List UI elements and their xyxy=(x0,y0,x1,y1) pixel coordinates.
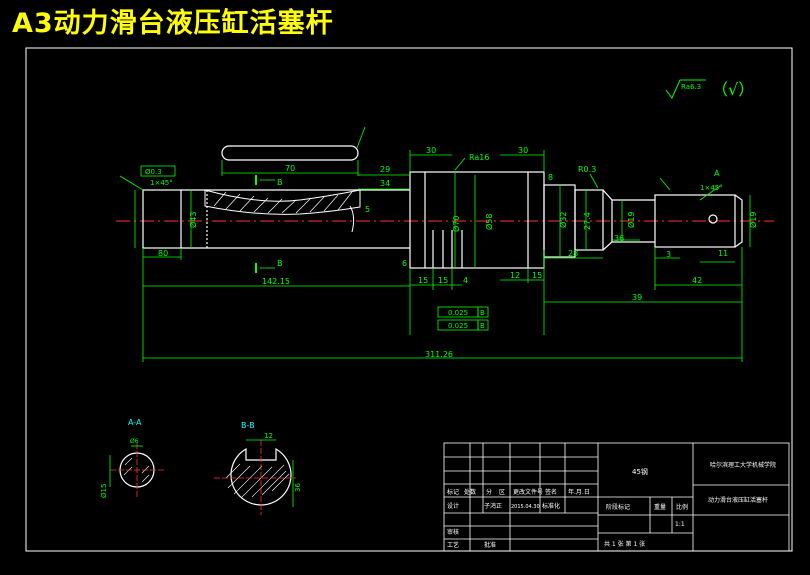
tb-header-4: 更改文件号 xyxy=(513,488,543,496)
dim-15c: 15 xyxy=(532,271,542,280)
section-a-a-dim: Ø15 xyxy=(100,484,108,498)
dim-6: 6 xyxy=(402,259,407,268)
tb-scale: 1:1 xyxy=(675,521,685,528)
tb-process: 工艺 xyxy=(447,541,459,549)
dim-28: 28 xyxy=(568,249,578,258)
title-block xyxy=(443,442,790,552)
dim-r03: R0.3 xyxy=(578,165,596,174)
broken-section-hatch xyxy=(204,189,361,233)
surface-finish-suffix: （√） xyxy=(712,80,754,99)
tb-header-5: 签名 xyxy=(545,488,557,496)
flag-tolerance: Ø0.3 xyxy=(145,168,162,176)
dim-142: 142.15 xyxy=(262,277,290,286)
section-mark-b-top: B xyxy=(277,178,283,187)
tb-designer-name: 子鸿正 xyxy=(484,502,502,510)
dim-15a: 15 xyxy=(418,276,428,285)
section-a-a: A-A Ø6 Ø15 xyxy=(100,418,164,498)
section-mark-b-bottom: B xyxy=(277,259,283,268)
tolerance-1-ref: B xyxy=(480,309,485,317)
tb-designer: 设计 xyxy=(447,502,459,510)
drawing-title: A3动力滑台液压缸活塞杆 xyxy=(12,8,334,39)
dim-3: 3 xyxy=(666,250,671,259)
dim-36: 36 xyxy=(614,234,624,243)
dim-29: 29 xyxy=(380,165,390,174)
dim-30b: 30 xyxy=(518,146,528,155)
section-b-b-label: B-B xyxy=(241,421,255,430)
tb-sheet: 共 1 张 第 1 张 xyxy=(604,540,645,548)
dim-5: 5 xyxy=(365,205,370,214)
tb-header-2: 分 xyxy=(486,488,492,496)
tb-material: 45钢 xyxy=(632,467,648,476)
dim-19b-dia: Ø19 xyxy=(748,212,758,228)
dim-12: 12 xyxy=(510,271,520,280)
dim-58-dia: Ø58 xyxy=(484,214,494,230)
dim-70: 70 xyxy=(285,164,295,173)
tb-reviewer: 审核 xyxy=(447,528,459,536)
section-b-b-dim1: 12 xyxy=(264,432,273,440)
chamfer-left: 1×45° xyxy=(150,179,173,187)
dim-30a: 30 xyxy=(426,146,436,155)
dim-70-dia: Ø70 xyxy=(451,216,461,232)
dim-15b: 15 xyxy=(438,276,448,285)
tolerance-2-ref: B xyxy=(480,322,485,330)
dim-39: 39 xyxy=(632,293,642,302)
chamfer-right: 1×45° xyxy=(700,184,723,192)
tolerance-2: 0.025 xyxy=(448,322,468,330)
tb-header-3: 区 xyxy=(499,489,505,496)
dim-4: 4 xyxy=(463,276,468,285)
tb-part-name: 动力滑台液压缸活塞杆 xyxy=(708,496,768,504)
dim-43-dia: Ø43 xyxy=(188,212,198,228)
tb-stage-label: 阶段标记 xyxy=(606,503,630,511)
drawing-frame xyxy=(25,47,793,552)
dim-34: 34 xyxy=(380,179,390,188)
rod-outline xyxy=(142,145,743,269)
dim-19-dia: Ø19 xyxy=(626,212,636,228)
dimension-texts: 70 29 34 30 30 Ra16 R0.3 80 142.15 15 15… xyxy=(158,146,758,359)
section-b-b: B-B 12 36 xyxy=(214,421,302,515)
tb-company: 哈尔滨理工大学机械学院 xyxy=(710,461,776,469)
gdt-callouts: Ø0.3 1×45° 1×45° 0.025 B 0.025 B B B A xyxy=(140,165,723,331)
section-mark-a: A xyxy=(714,169,720,178)
tb-date: 2015.04.30 xyxy=(511,504,540,510)
section-a-a-label: A-A xyxy=(128,418,142,427)
tb-header-0: 标记 xyxy=(447,488,459,496)
tb-approve: 批准 xyxy=(484,541,496,549)
tolerance-1: 0.025 xyxy=(448,309,468,317)
dim-274: 27.4 xyxy=(583,212,592,230)
tb-standardized: 标准化 xyxy=(542,502,560,510)
dim-11: 11 xyxy=(718,249,728,258)
section-b-b-dim2: 36 xyxy=(294,483,302,492)
dim-42: 42 xyxy=(692,276,702,285)
dim-ra16: Ra16 xyxy=(469,153,489,162)
dim-80: 80 xyxy=(158,249,168,258)
tb-header-1: 处数 xyxy=(464,488,476,496)
tb-weight-label: 重量 xyxy=(654,503,666,511)
title-block-text: 标记 处数 分 区 更改文件号 签名 年.月.日 设计 子鸿正 2015.04.… xyxy=(447,461,776,549)
dim-32-dia: Ø32 xyxy=(558,212,568,228)
dim-311: 311.26 xyxy=(425,350,453,359)
surface-finish-value: Ra6.3 xyxy=(681,83,701,91)
tb-header-6: 年.月.日 xyxy=(568,488,590,496)
tb-scale-label: 比例 xyxy=(676,503,688,511)
dimension-lines xyxy=(119,126,751,362)
surface-finish-symbol: Ra6.3 （√） xyxy=(665,79,754,99)
section-a-a-dim2: Ø6 xyxy=(130,438,139,445)
dim-8: 8 xyxy=(548,173,553,182)
